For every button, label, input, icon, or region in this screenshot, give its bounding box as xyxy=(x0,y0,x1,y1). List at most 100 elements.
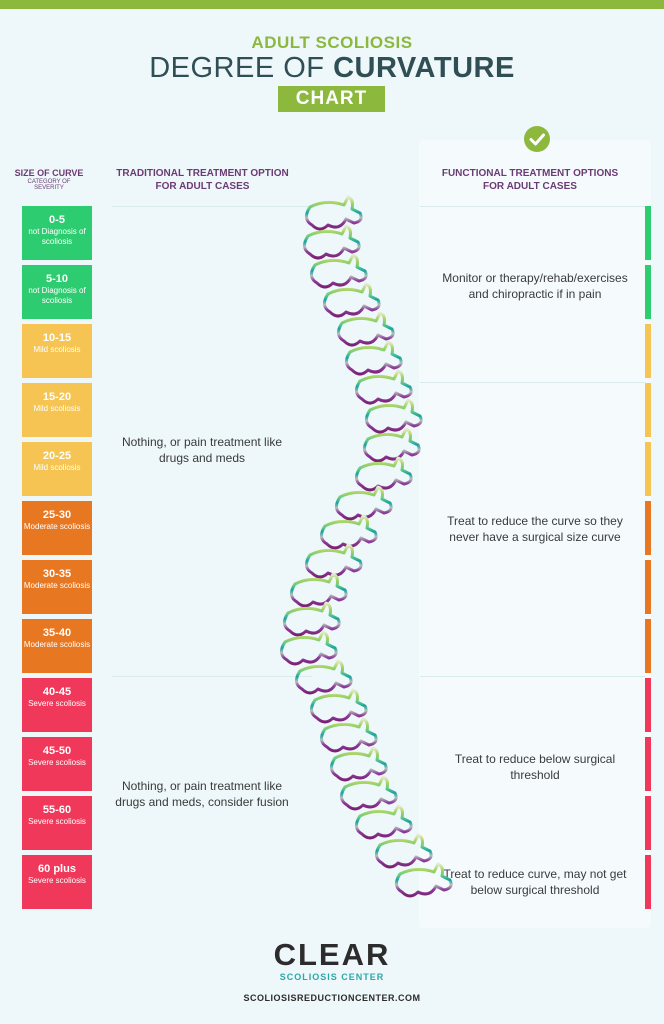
functional-text: Treat to reduce curve, may not get below… xyxy=(443,867,627,897)
size-column-header: SIZE OF CURVE CATEGORY OF SEVERITY xyxy=(14,168,84,191)
vertebra-shape xyxy=(335,485,393,521)
curve-range: 55-60 xyxy=(42,804,72,816)
curve-range: 5-10 xyxy=(45,273,69,285)
traditional-column-header: TRADITIONAL TREATMENT OPTION FOR ADULT C… xyxy=(116,168,289,192)
vertebra-shape xyxy=(345,340,403,376)
curve-range: 20-25 xyxy=(42,450,72,462)
severity-edge-bar xyxy=(645,678,651,732)
curve-range: 15-20 xyxy=(42,391,72,403)
vertebra-shape xyxy=(320,717,378,753)
functional-panel xyxy=(419,140,651,928)
vertebra-shape xyxy=(355,369,413,405)
curve-severity: Mild scoliosis xyxy=(33,345,81,354)
page-subtitle: ADULT SCOLIOSIS xyxy=(251,33,413,52)
curve-severity: not Diagnosis of scoliosis xyxy=(28,286,86,305)
functional-column-header: FUNCTIONAL TREATMENT OPTIONS FOR ADULT C… xyxy=(441,168,619,192)
vertebra-shape xyxy=(305,195,363,231)
size-header-subtitle: CATEGORY OF SEVERITY xyxy=(27,179,71,191)
vertebra-shape xyxy=(340,775,398,811)
top-accent-bar xyxy=(0,0,664,9)
page-title: DEGREE OF CURVATURE xyxy=(0,51,664,85)
curve-range: 35-40 xyxy=(42,627,72,639)
divider xyxy=(112,206,312,207)
curve-range: 60 plus xyxy=(38,863,76,875)
curve-severity: Moderate scoliosis xyxy=(23,581,91,590)
title-bold: CURVATURE xyxy=(333,52,515,84)
vertebra-shape xyxy=(330,746,388,782)
logo-subtitle: SCOLIOSIS CENTER xyxy=(279,972,385,982)
vertebra-shape xyxy=(283,601,341,637)
curve-range: 10-15 xyxy=(42,332,72,344)
curve-range: 45-50 xyxy=(42,745,72,757)
vertebra-shape xyxy=(355,456,413,492)
severity-edge-bar xyxy=(645,796,651,850)
functional-text: Treat to reduce the curve so they never … xyxy=(447,514,623,544)
chart-badge: CHART xyxy=(278,86,385,112)
vertebra-shape xyxy=(303,224,361,260)
vertebra-shape xyxy=(305,543,363,579)
check-circle-icon xyxy=(524,126,550,152)
curve-range: 30-35 xyxy=(42,568,72,580)
vertebra-shape xyxy=(295,659,353,695)
curve-severity: not Diagnosis of scoliosis xyxy=(28,227,86,246)
curve-severity: Severe scoliosis xyxy=(28,699,86,708)
spine-illustration xyxy=(280,195,453,898)
divider xyxy=(420,206,645,207)
website-url: SCOLIOSISREDUCTIONCENTER.COM xyxy=(243,993,421,1003)
severity-edge-bar xyxy=(645,265,651,319)
vertebra-shape xyxy=(310,688,368,724)
severity-edge-bar xyxy=(645,324,651,378)
severity-edge-bar xyxy=(645,501,651,555)
curve-severity: Severe scoliosis xyxy=(28,758,86,767)
traditional-text: Nothing, or pain treatment like drugs an… xyxy=(121,435,283,465)
divider xyxy=(420,676,645,677)
vertebra-shape xyxy=(395,862,453,898)
vertebra-shape xyxy=(337,311,395,347)
curve-range: 40-45 xyxy=(42,686,72,698)
vertebra-shape xyxy=(290,572,348,608)
severity-edge-bar xyxy=(645,206,651,260)
curve-range: 25-30 xyxy=(42,509,72,521)
functional-text: Treat to reduce below surgical threshold xyxy=(454,752,616,782)
title-regular: DEGREE OF xyxy=(149,52,334,84)
curve-severity: Mild scoliosis xyxy=(33,463,81,472)
vertebra-shape xyxy=(363,427,421,463)
severity-edge-bar xyxy=(645,737,651,791)
vertebra-shape xyxy=(320,514,378,550)
vertebra-shape xyxy=(323,282,381,318)
vertebra-shape xyxy=(280,630,338,666)
severity-edge-bar xyxy=(645,560,651,614)
vertebra-shape xyxy=(365,398,423,434)
curve-severity: Moderate scoliosis xyxy=(23,640,91,649)
curve-range: 0-5 xyxy=(49,214,65,226)
severity-edge-bar xyxy=(645,383,651,437)
functional-text: Monitor or therapy/rehab/exercises and c… xyxy=(442,271,628,301)
curve-severity: Severe scoliosis xyxy=(28,817,86,826)
curve-severity: Severe scoliosis xyxy=(28,876,86,885)
divider xyxy=(112,676,312,677)
vertebra-shape xyxy=(375,833,433,869)
severity-edge-bar xyxy=(645,855,651,909)
curve-severity: Mild scoliosis xyxy=(33,404,81,413)
divider xyxy=(420,382,645,383)
severity-edge-bar xyxy=(645,619,651,673)
size-header-title: SIZE OF CURVE xyxy=(14,168,84,178)
curve-severity: Moderate scoliosis xyxy=(23,522,91,531)
severity-edge-bar xyxy=(645,442,651,496)
vertebra-shape xyxy=(310,253,368,289)
vertebra-shape xyxy=(355,804,413,840)
traditional-text: Nothing, or pain treatment like drugs an… xyxy=(115,779,289,809)
clear-logo: CLEAR xyxy=(273,937,391,972)
